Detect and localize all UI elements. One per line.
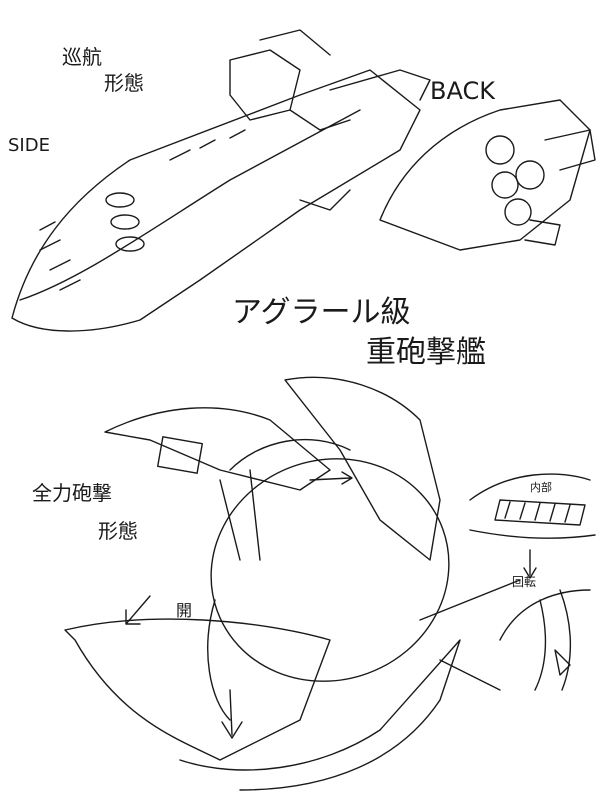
back-view-ship-drawing bbox=[379, 99, 596, 251]
full-fire-mode-ship-drawing bbox=[64, 376, 521, 791]
cruise-mode-label-line2: 形態 bbox=[104, 71, 144, 95]
full-fire-mode-label-line2: 形態 bbox=[98, 519, 138, 543]
side-label: SIDE bbox=[8, 135, 50, 156]
side-view-ship-drawing bbox=[11, 29, 431, 332]
title-line2: 重砲撃艦 bbox=[366, 335, 486, 370]
interior-label: 内部 bbox=[530, 481, 552, 494]
rotate-label: 回転 bbox=[512, 575, 537, 589]
back-label: BACK bbox=[430, 77, 495, 105]
full-fire-mode-label-line1: 全力砲撃 bbox=[32, 481, 112, 505]
cruise-mode-label-line1: 巡航 bbox=[62, 45, 102, 69]
open-label: 開 bbox=[176, 601, 193, 620]
title-line1: アグラール級 bbox=[232, 295, 411, 330]
interior-detail-drawing bbox=[469, 473, 596, 691]
